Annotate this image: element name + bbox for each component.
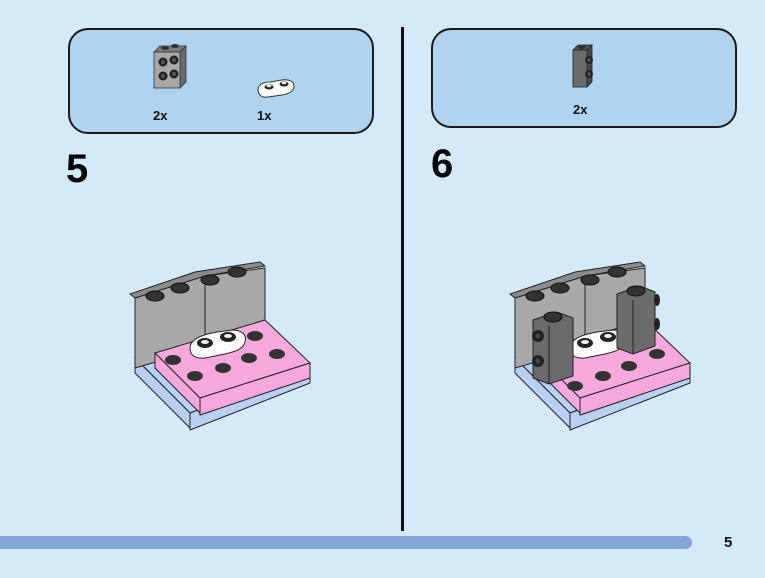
brick-2x2-side-studs-icon [153, 44, 187, 89]
part-quantity: 2x [573, 102, 588, 117]
step-divider [401, 27, 404, 531]
model-illustration-step-5 [128, 261, 311, 431]
part-quantity: 1x [257, 108, 272, 123]
progress-bar [0, 536, 693, 549]
step-number: 5 [66, 147, 89, 191]
brick-1x1-side-studs-icon [572, 44, 593, 88]
model-illustration-step-6 [508, 261, 691, 431]
part-quantity: 2x [153, 108, 168, 123]
page-number: 5 [724, 534, 733, 551]
rounded-plate-icon [257, 79, 295, 98]
parts-callout-step-5: 2x 1x [68, 28, 374, 134]
parts-callout-step-6: 2x [431, 28, 737, 128]
step-number: 6 [431, 142, 454, 186]
